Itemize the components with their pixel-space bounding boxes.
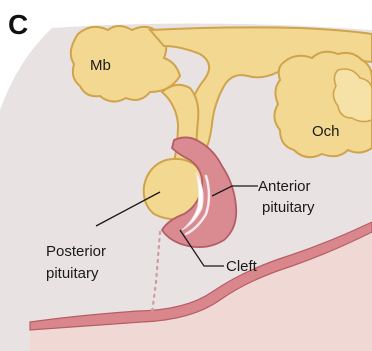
- label-anterior-line2: pituitary: [262, 199, 315, 216]
- label-posterior-line2: pituitary: [46, 265, 99, 282]
- panel-letter: C: [8, 9, 28, 40]
- label-mb: Mb: [90, 57, 111, 74]
- label-posterior-line1: Posterior: [46, 243, 106, 260]
- label-och: Och: [312, 123, 340, 140]
- label-anterior-line1: Anterior: [258, 178, 311, 195]
- label-cleft: Cleft: [226, 258, 258, 275]
